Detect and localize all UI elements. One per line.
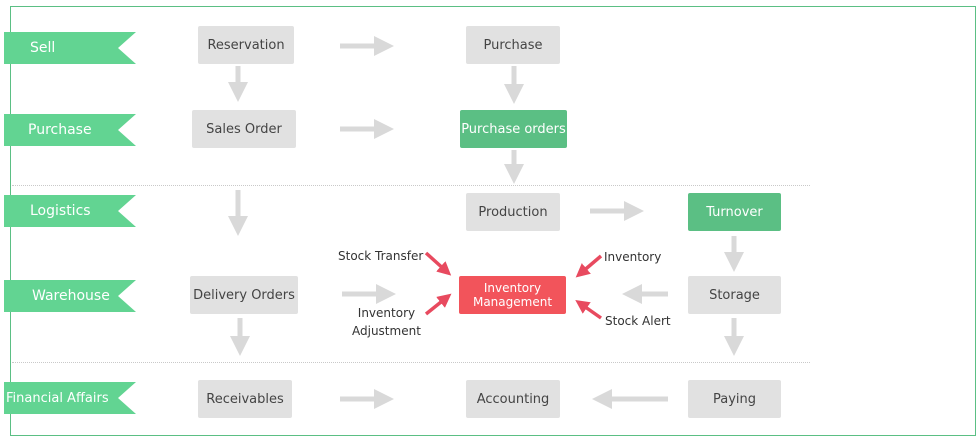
label-stock-transfer: Stock Transfer	[338, 249, 424, 263]
box-inventory-management: Inventory Management	[459, 276, 566, 314]
inventory-management-line1: Inventory	[483, 281, 542, 295]
arrow-inventory	[575, 254, 603, 278]
box-reservation: Reservation	[198, 26, 294, 64]
label-stock-alert: Stock Alert	[605, 314, 671, 328]
section-divider-bottom	[12, 362, 810, 363]
box-production: Production	[466, 193, 560, 231]
inventory-adjustment-line1: Inventory	[357, 306, 416, 320]
box-accounting: Accounting	[466, 380, 560, 418]
arrow-inventory-adjustment	[424, 293, 452, 316]
label-inventory-adjustment: Inventory Adjustment	[352, 304, 421, 340]
lane-logistics-label: Logistics	[30, 203, 91, 219]
inventory-management-line2: Management	[472, 295, 553, 309]
label-inventory: Inventory	[604, 250, 662, 264]
box-delivery-orders: Delivery Orders	[190, 276, 298, 314]
lane-warehouse-label: Warehouse	[32, 288, 110, 304]
box-storage: Storage	[688, 276, 781, 314]
box-sales-order: Sales Order	[192, 110, 296, 148]
box-paying: Paying	[688, 380, 781, 418]
arrow-stock-transfer	[424, 251, 452, 276]
arrow-stock-alert	[575, 299, 603, 320]
lane-logistics: Logistics	[4, 195, 136, 227]
lane-purchase-label: Purchase	[28, 122, 92, 138]
lane-financial-affairs: Financial Affairs	[4, 382, 136, 414]
lane-sell-label: Sell	[30, 40, 56, 56]
lane-financial-affairs-label: Financial Affairs	[6, 391, 109, 406]
lane-warehouse: Warehouse	[4, 280, 136, 312]
box-purchase-orders: Purchase orders	[460, 110, 567, 148]
box-purchase: Purchase	[466, 26, 560, 64]
section-divider-top	[12, 185, 810, 186]
box-receivables: Receivables	[198, 380, 292, 418]
inventory-adjustment-line2: Adjustment	[352, 324, 421, 338]
box-turnover: Turnover	[688, 193, 781, 231]
